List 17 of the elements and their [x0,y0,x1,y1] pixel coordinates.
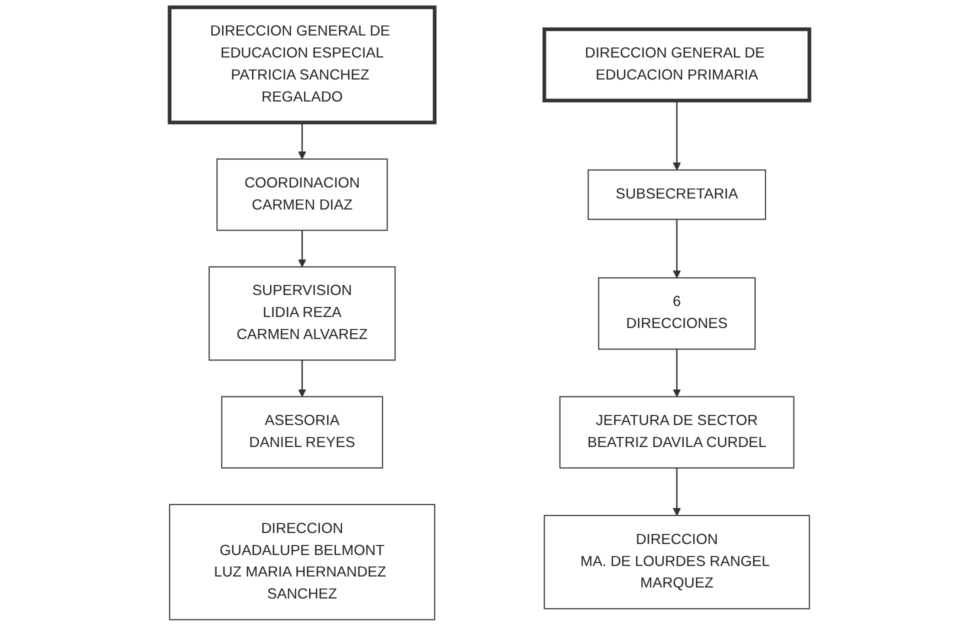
org-box: 6 DIRECCIONES [598,277,756,350]
org-box: SUBSECRETARIA [588,169,766,220]
arrow [298,122,306,160]
arrow [298,230,306,268]
org-box: DIRECCION MA. DE LOURDES RANGEL MARQUEZ [544,514,810,610]
arrow [672,219,681,278]
arrow [672,349,681,398]
org-box: DIRECCION GENERAL DE EDUCACION ESPECIAL PATRICIA SANCHEZ REGALADO [168,5,436,124]
org-box: COORDINACION CARMEN DIAZ [216,158,388,231]
org-box: DIRECCION GUADALUPE BELMONT LUZ MARIA HERNANDEZ SANCHEZ [169,504,436,620]
org-box: DIRECCION GENERAL DE EDUCACION PRIMARIA [542,27,812,102]
arrow [298,360,306,398]
arrow [672,100,681,170]
org-box: ASESORIA DANIEL REYES [221,396,384,469]
org-box: JEFATURA DE SECTOR BEATRIZ DAVILA CURDEL [559,396,794,469]
arrow [672,468,681,516]
org-box: SUPERVISION LIDIA REZA CARMEN ALVAREZ [208,266,396,361]
